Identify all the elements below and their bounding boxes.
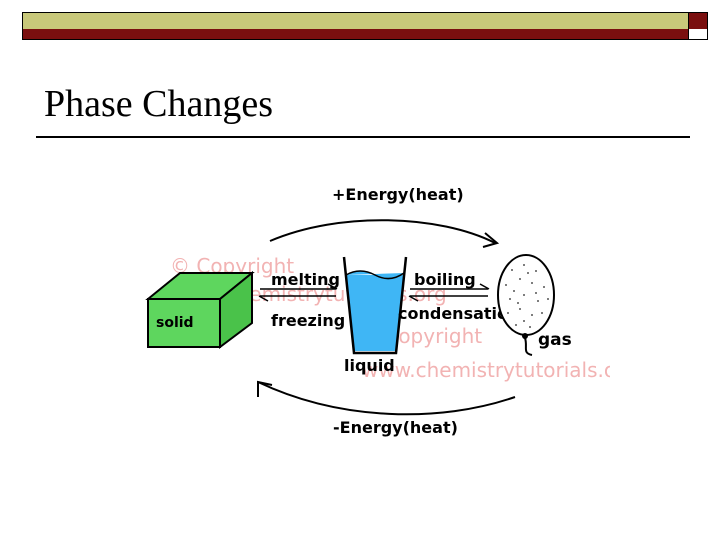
liquid-label: liquid <box>344 356 395 375</box>
melting-label: melting <box>271 270 340 289</box>
condensation-arrowhead <box>408 295 419 302</box>
gas-label: gas <box>538 330 572 350</box>
boiling-label: boiling <box>414 270 476 289</box>
balloon-string <box>524 337 533 356</box>
header-corner-box-lower <box>688 29 708 40</box>
balloon-knot <box>522 333 528 339</box>
boiling-arrowhead <box>479 283 490 290</box>
energy-out-arrow <box>257 381 516 416</box>
energy-out-label: -Energy(heat) <box>333 418 458 437</box>
liquid-surface <box>345 270 405 280</box>
header-band-top <box>22 12 690 30</box>
freezing-arrowhead <box>258 295 269 302</box>
watermark-url-right: www.chemistrytutorials.org <box>362 358 610 382</box>
energy-out-arrowhead <box>257 380 273 397</box>
solid-cube-front <box>147 298 221 348</box>
header-band-bottom <box>22 29 690 40</box>
energy-in-arrow <box>269 219 496 244</box>
liquid-beaker-water <box>346 275 404 351</box>
slide-title: Phase Changes <box>44 83 274 125</box>
energy-in-label: +Energy(heat) <box>332 185 464 204</box>
solid-label: solid <box>156 315 194 331</box>
freezing-label: freezing <box>271 311 345 330</box>
title-divider <box>36 136 690 138</box>
phase-change-diagram: © Copyright www.chemistrytutorials.org ©… <box>140 175 637 450</box>
gas-particles <box>505 264 549 328</box>
gas-balloon <box>497 254 555 336</box>
energy-in-arrowhead <box>482 232 500 248</box>
melting-arrowhead <box>327 283 338 290</box>
header-corner-box <box>688 12 708 30</box>
liquid-beaker <box>342 256 408 355</box>
condensation-label: condensation <box>398 304 519 323</box>
